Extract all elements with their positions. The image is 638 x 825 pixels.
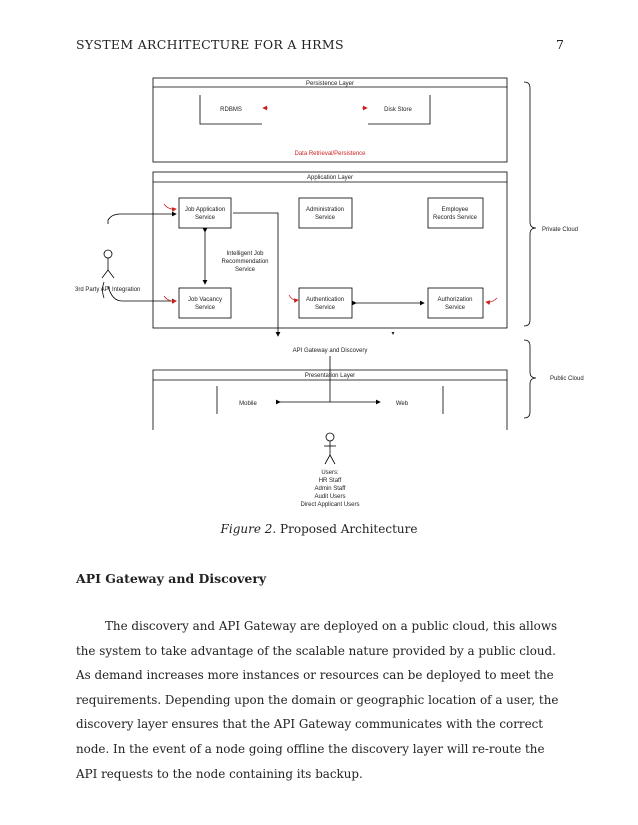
authentication-label-2: Service [315, 305, 336, 311]
employee-records-label-1: Employee [442, 207, 469, 213]
job-application-label-1: Job Application [185, 207, 225, 213]
mobile-label: Mobile [239, 401, 257, 407]
page-number: 7 [556, 37, 564, 52]
users-label-4: Audit Users [314, 494, 345, 500]
third-party-label: 3rd Party API Integration [75, 287, 140, 293]
body-paragraph: The discovery and API Gateway are deploy… [76, 619, 559, 781]
persistence-layer-box [152, 77, 508, 163]
architecture-diagram: ▾ Persistence Layer RDBMS Disk Store Dat… [75, 77, 584, 508]
users-label-3: Admin Staff [315, 486, 346, 492]
job-vacancy-label-1: Job Vacancy [188, 297, 222, 303]
authorization-label-2: Service [445, 305, 466, 311]
disk-store-label: Disk Store [384, 107, 412, 113]
disk-store-box [368, 95, 431, 125]
recommendation-label-1: Intelligent Job [226, 251, 264, 257]
api-gateway-label: API Gateway and Discovery [293, 348, 368, 354]
application-layer-box [152, 171, 508, 329]
users-label-5: Direct Applicant Users [300, 502, 359, 508]
section-heading: API Gateway and Discovery [76, 571, 267, 586]
authentication-box [298, 287, 353, 319]
presentation-layer-label: Presentation Layer [305, 373, 355, 379]
authentication-label-1: Authentication [306, 297, 344, 303]
data-retrieval-label: Data Retrieval/Persistence [294, 151, 366, 157]
recommendation-label-2: Recommendation [221, 259, 268, 265]
users-actor-icon [325, 432, 335, 442]
svg-text:▾: ▾ [391, 331, 394, 337]
authorization-label-1: Authorization [437, 297, 472, 303]
employee-records-label-2: Records Service [433, 215, 478, 221]
administration-label-2: Service [315, 215, 336, 221]
figure-caption: Figure 2. Proposed Architecture [0, 522, 638, 536]
job-vacancy-box [178, 287, 232, 319]
public-cloud-label: Public Cloud [550, 376, 584, 382]
figure-text: Proposed Architecture [276, 522, 418, 536]
job-application-label-2: Service [195, 215, 216, 221]
private-cloud-label: Private Cloud [542, 227, 578, 233]
administration-label-1: Administration [306, 207, 344, 213]
rdbms-label: RDBMS [220, 107, 242, 113]
job-application-box [178, 197, 232, 229]
private-cloud-brace [523, 81, 537, 327]
application-layer-label: Application Layer [307, 175, 353, 181]
rdbms-box [199, 95, 262, 125]
running-head: SYSTEM ARCHITECTURE FOR A HRMS [76, 37, 344, 52]
employee-records-box [427, 197, 484, 229]
web-label: Web [396, 401, 409, 407]
administration-box [298, 197, 353, 229]
persistence-layer-label: Persistence Layer [306, 81, 354, 87]
public-cloud-brace [523, 339, 537, 419]
users-label-2: HR Staff [319, 478, 342, 484]
job-vacancy-label-2: Service [195, 305, 216, 311]
authorization-box [427, 287, 484, 319]
third-party-actor-icon [103, 249, 113, 259]
recommendation-label-3: Service [235, 267, 256, 273]
figure-label: Figure 2. [220, 522, 277, 536]
users-label-1: Users: [321, 470, 339, 476]
